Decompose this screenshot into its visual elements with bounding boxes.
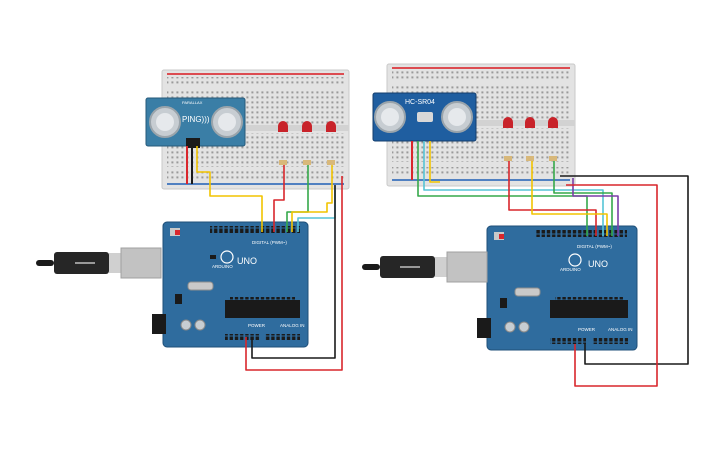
left-dc-jack (152, 314, 166, 334)
left-led-2 (302, 121, 312, 132)
right-connection-wires (417, 141, 689, 387)
left-resistor-1 (279, 160, 287, 165)
right-resistor-1 (504, 156, 512, 161)
left-leds (278, 121, 336, 132)
left-resistors (279, 160, 335, 165)
left-ultrasonic-sensor: PARALLAX PING))) (145, 97, 246, 148)
right-power-label: POWER (578, 327, 596, 332)
left-arduino-board: DIGITAL (PWM~) UNO ARDUINO POWER ANALOG … (162, 221, 309, 348)
left-digital-label: DIGITAL (PWM~) (252, 240, 287, 245)
left-led-1 (278, 121, 288, 132)
left-resistor-3 (327, 160, 335, 165)
right-board-brand: ARDUINO (560, 267, 581, 272)
left-sensor-brand: PING))) (182, 115, 210, 124)
right-ultrasonic-sensor: HC-SR04 (372, 92, 477, 142)
right-digital-label: DIGITAL (PWM~) (577, 244, 612, 249)
right-dc-jack (477, 318, 491, 338)
left-board-brand: ARDUINO (212, 264, 233, 269)
right-resistor-2 (526, 156, 534, 161)
left-resistor-2 (303, 160, 311, 165)
right-arduino-board: DIGITAL (PWM~) UNO ARDUINO POWER ANALOG … (486, 225, 638, 351)
right-circuit: HC-SR04 DIGITAL (PWM~) UNO ARDUINO (362, 63, 689, 387)
left-usb-cable (36, 247, 162, 279)
right-led-3 (548, 117, 558, 128)
right-resistor-3 (549, 156, 557, 161)
left-led-3 (326, 121, 336, 132)
right-leds (503, 117, 558, 128)
left-connection-wires (196, 146, 343, 371)
left-breadboard-wires (186, 146, 193, 184)
left-sensor-small-text: PARALLAX (182, 100, 203, 105)
right-resistors (504, 156, 557, 161)
right-led-2 (525, 117, 535, 128)
right-analog-label: ANALOG IN (608, 327, 633, 332)
left-board-model: UNO (237, 256, 257, 266)
left-analog-label: ANALOG IN (280, 323, 305, 328)
left-power-label: POWER (248, 323, 266, 328)
right-sensor-brand: HC-SR04 (405, 99, 435, 106)
right-board-model: UNO (588, 259, 608, 269)
left-circuit: PARALLAX PING))) DIGITAL (PWM~) (36, 69, 350, 371)
right-led-1 (503, 117, 513, 128)
right-usb-cable (362, 251, 488, 283)
